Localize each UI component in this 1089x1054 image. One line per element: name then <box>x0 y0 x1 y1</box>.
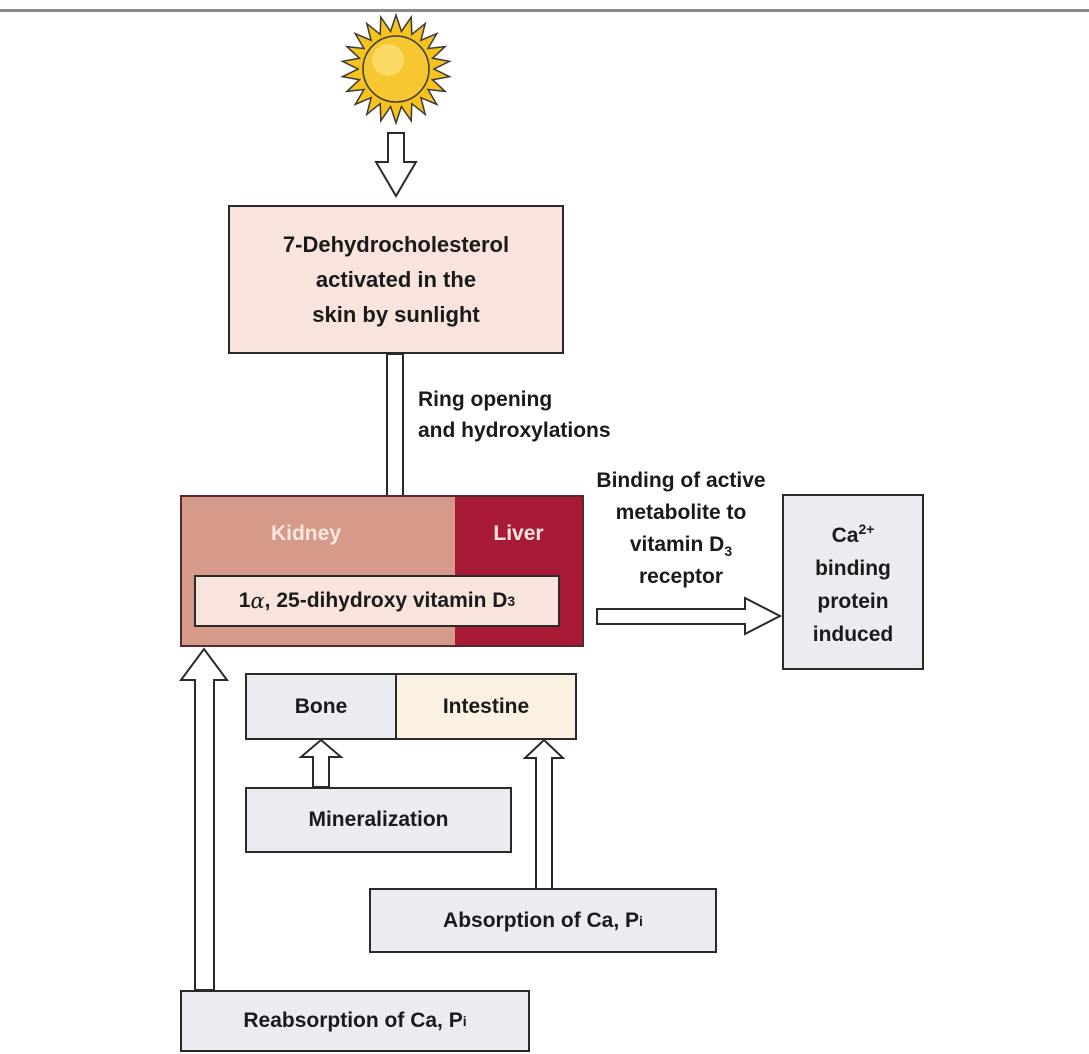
compound-prefix: 1 <box>238 589 251 612</box>
ring-opening-label: Ring opening and hydroxylations <box>418 388 611 442</box>
arrow-reabsorption-up <box>179 647 229 991</box>
ca-binding-protein-box: Ca2+ binding protein induced <box>782 494 924 670</box>
absorption-subscript: i <box>639 912 643 929</box>
compound-name: , 25-dihydroxy vitamin D <box>264 589 508 612</box>
binding-line-4: receptor <box>638 565 724 589</box>
intestine-cell: Intestine <box>397 675 575 738</box>
dehydrocholesterol-text: 7-Dehydrocholesterol activated in the sk… <box>282 232 510 327</box>
bone-label: Bone <box>294 694 348 718</box>
ca-line: Ca2+ <box>832 513 875 552</box>
arrow-to-binding-protein <box>596 596 783 636</box>
reabsorption-label: Reabsorption of Ca, P <box>243 1009 463 1032</box>
bone-intestine-box: Bone Intestine <box>245 673 577 740</box>
mineralization-label: Mineralization <box>308 808 449 831</box>
binding-line-2: metabolite to <box>615 501 747 524</box>
bone-cell: Bone <box>247 675 397 738</box>
alpha-symbol: α <box>250 589 265 613</box>
reabsorption-subscript: i <box>462 1013 467 1029</box>
ca-label: Ca <box>831 524 859 547</box>
absorption-label: Absorption of Ca, P <box>443 908 640 932</box>
arrow-sun-to-skin <box>374 132 418 198</box>
ca-charge: 2+ <box>858 521 875 537</box>
binding-protein-text: binding protein induced <box>812 557 894 646</box>
binding-label: Binding of active metabolite to vitamin … <box>572 465 790 593</box>
binding-line-3: vitamin D3 <box>572 529 790 567</box>
kidney-label: Kidney <box>270 522 341 545</box>
arrow-absorption-to-intestine <box>522 738 566 890</box>
liver-label: Liver <box>493 522 544 545</box>
mineralization-box: Mineralization <box>245 787 512 853</box>
top-rule <box>0 9 1089 12</box>
arrow-mineralization-to-bone <box>298 738 344 788</box>
compound-subscript: 3 <box>507 593 516 609</box>
sun-icon <box>340 12 452 126</box>
intestine-label: Intestine <box>442 694 530 718</box>
binding-vitamin: vitamin D <box>629 533 725 556</box>
dehydrocholesterol-box: 7-Dehydrocholesterol activated in the sk… <box>228 205 564 354</box>
binding-subscript: 3 <box>724 543 733 560</box>
binding-line-1: Binding of active <box>596 469 766 492</box>
